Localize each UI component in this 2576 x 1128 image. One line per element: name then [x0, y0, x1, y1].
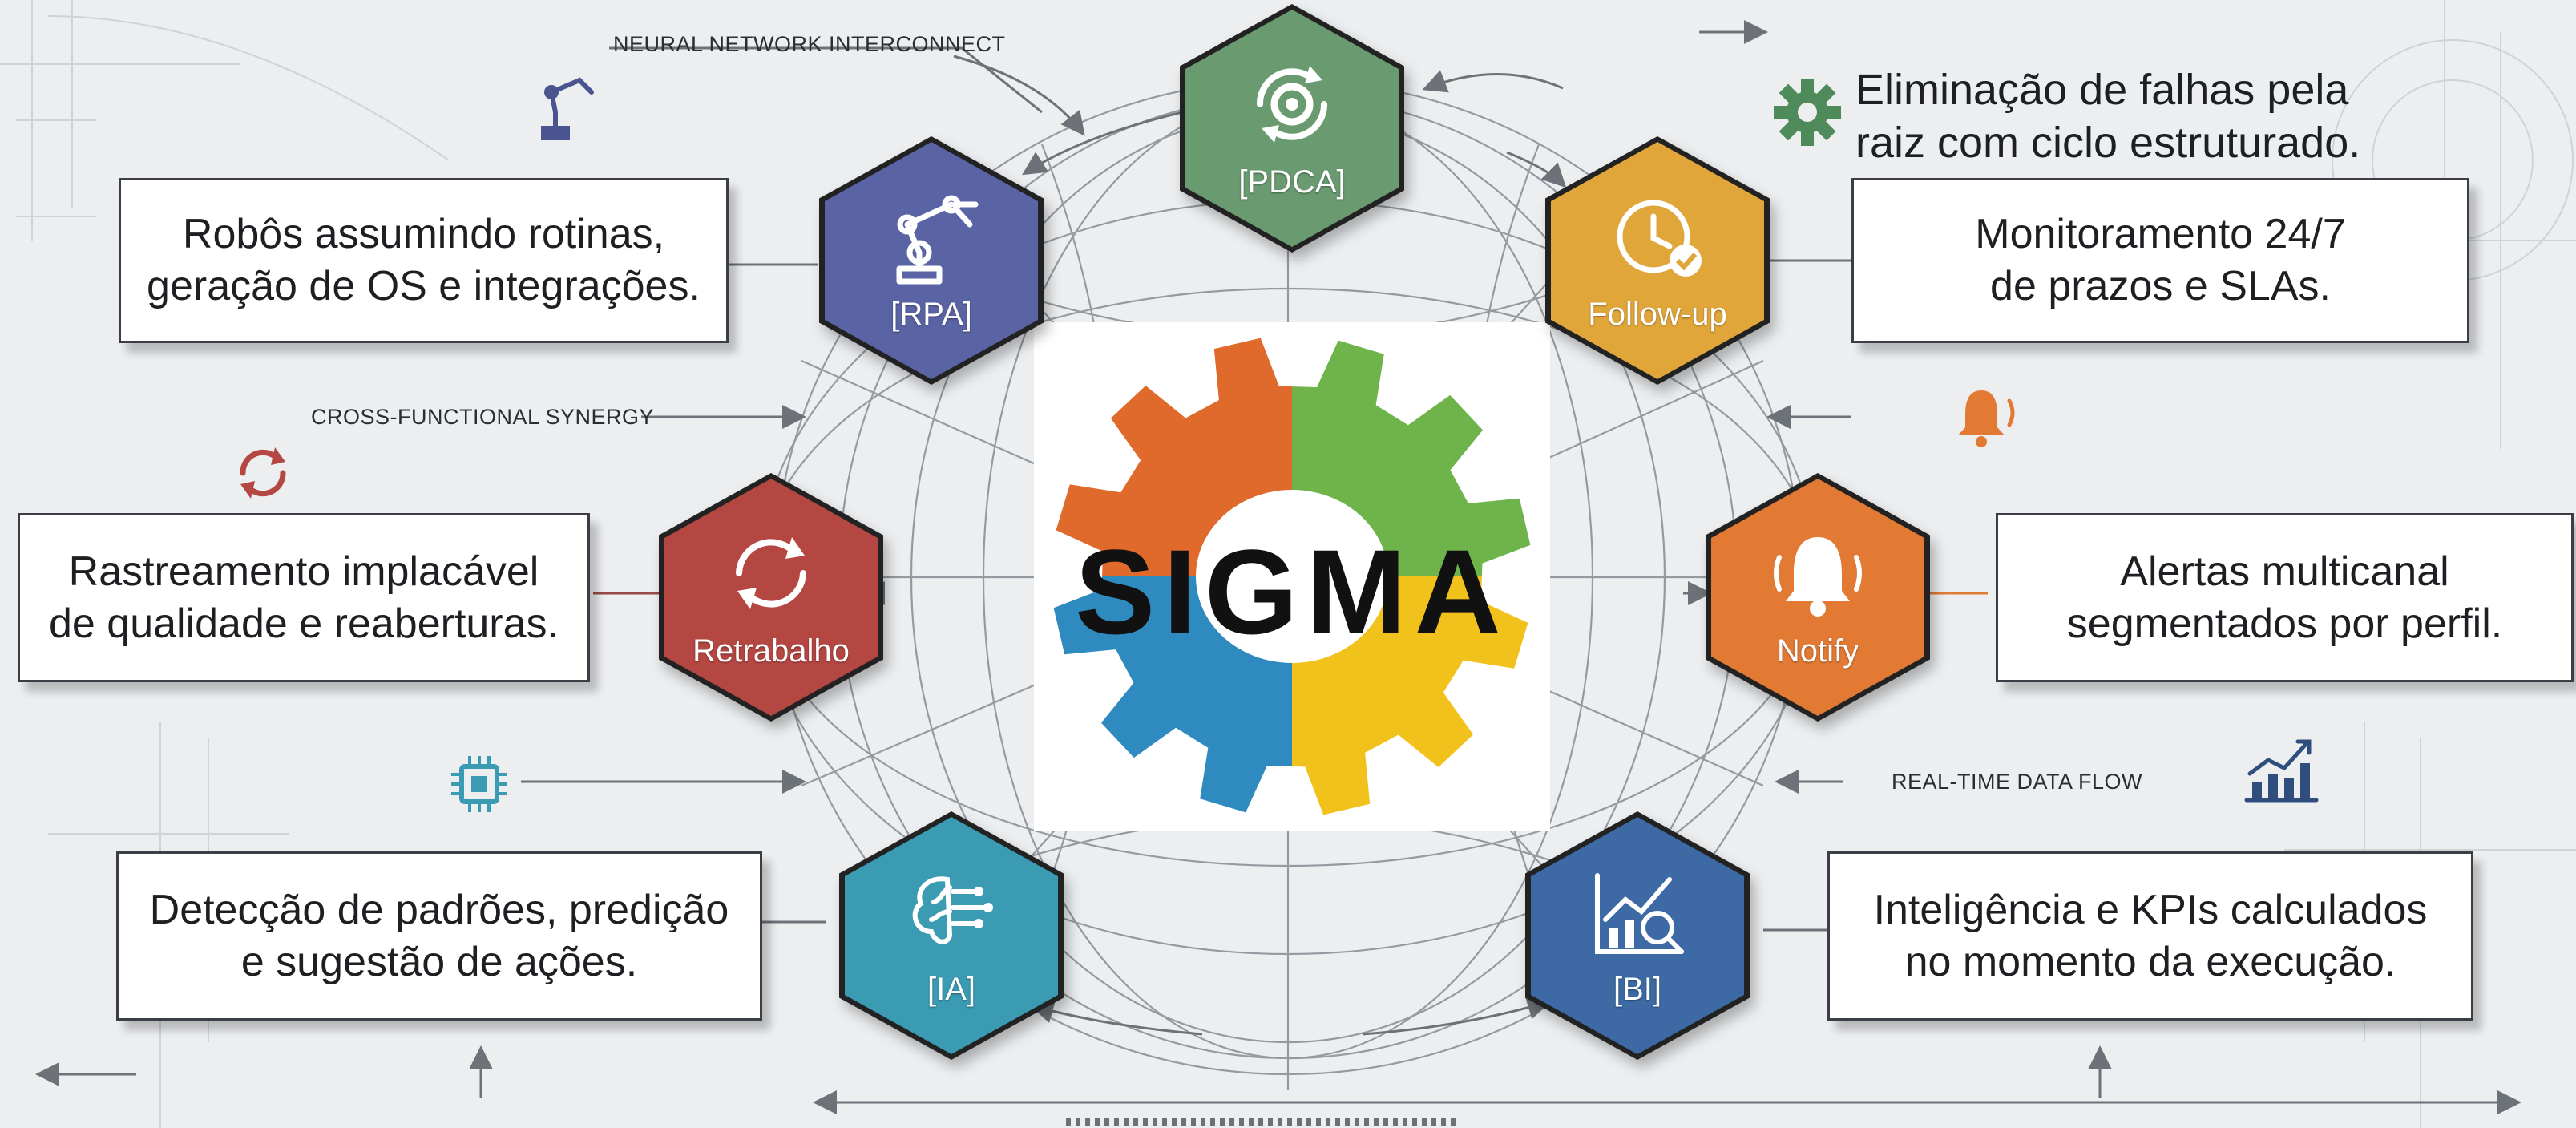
bar-chart-icon	[2244, 739, 2319, 803]
card-followup-text: Monitoramento 24/7 de prazos e SLAs.	[1975, 211, 2346, 309]
card-notify-text: Alertas multicanal segmentados por perfi…	[2066, 548, 2503, 647]
refresh-icon	[736, 537, 806, 609]
node-pdca-fill	[1185, 10, 1399, 247]
node-ia-label: [IA]	[927, 972, 976, 1007]
node-notify: Notify	[1706, 473, 1930, 722]
node-notify-label: Notify	[1776, 633, 1859, 669]
node-pdca-label: [PDCA]	[1238, 164, 1346, 200]
card-bi: Inteligência e KPIs calculados no moment…	[1827, 851, 2473, 1021]
chip-icon	[451, 756, 507, 812]
sigma-logo: SIGMA	[1034, 322, 1550, 831]
card-bi-text: Inteligência e KPIs calculados no moment…	[1873, 886, 2428, 985]
card-retrabalho: Rastreamento implacável de qualidade e r…	[18, 513, 590, 682]
card-ia-text: Detecção de padrões, predição e sugestão…	[149, 886, 729, 985]
tag-neural-network: NEURAL NETWORK INTERCONNECT	[613, 32, 1006, 56]
card-rpa-text: Robôs assumindo rotinas, geração de OS e…	[147, 211, 701, 309]
node-rpa-fill	[825, 142, 1038, 379]
card-ia: Detecção de padrões, predição e sugestão…	[116, 851, 762, 1021]
node-pdca: [PDCA]	[1180, 4, 1404, 253]
refresh-icon	[240, 447, 286, 499]
brain-circuit-icon	[912, 876, 993, 944]
card-followup: Monitoramento 24/7 de prazos e SLAs.	[1851, 178, 2469, 343]
clock-check-icon	[1617, 200, 1702, 277]
gear-center-hole	[1196, 490, 1388, 663]
node-followup: Follow-up	[1545, 136, 1770, 385]
node-followup-label: Follow-up	[1588, 297, 1727, 332]
sigma-logo-text: SIGMA	[1075, 524, 1509, 659]
node-retrabalho-label: Retrabalho	[692, 633, 850, 669]
node-ia: [IA]	[839, 811, 1064, 1060]
node-rpa: [RPA]	[819, 136, 1044, 385]
node-retrabalho: Retrabalho	[659, 473, 883, 722]
tag-real-time: REAL-TIME DATA FLOW	[1892, 770, 2143, 794]
gear-cycle-icon	[1256, 66, 1328, 143]
robot-arm-icon	[896, 195, 979, 285]
node-bi-label: [BI]	[1613, 972, 1662, 1007]
pdca-description: Eliminação de falhas pela raiz com ciclo…	[1855, 66, 2361, 167]
node-bi: [BI]	[1525, 811, 1750, 1060]
bell-icon	[1774, 537, 1862, 617]
card-retrabalho-text: Rastreamento implacável de qualidade e r…	[48, 548, 559, 647]
robot-arm-icon	[541, 77, 594, 140]
sigma-gear-icon	[1053, 338, 1531, 815]
card-rpa: Robôs assumindo rotinas, geração de OS e…	[119, 178, 729, 343]
tag-cross-functional: CROSS-FUNCTIONAL SYNERGY	[311, 405, 655, 429]
gear-icon	[1774, 79, 1841, 146]
node-rpa-label: [RPA]	[890, 297, 972, 332]
card-notify: Alertas multicanal segmentados por perfi…	[1996, 513, 2574, 682]
bell-icon	[1958, 390, 2015, 447]
chart-magnifier-icon	[1595, 873, 1684, 954]
